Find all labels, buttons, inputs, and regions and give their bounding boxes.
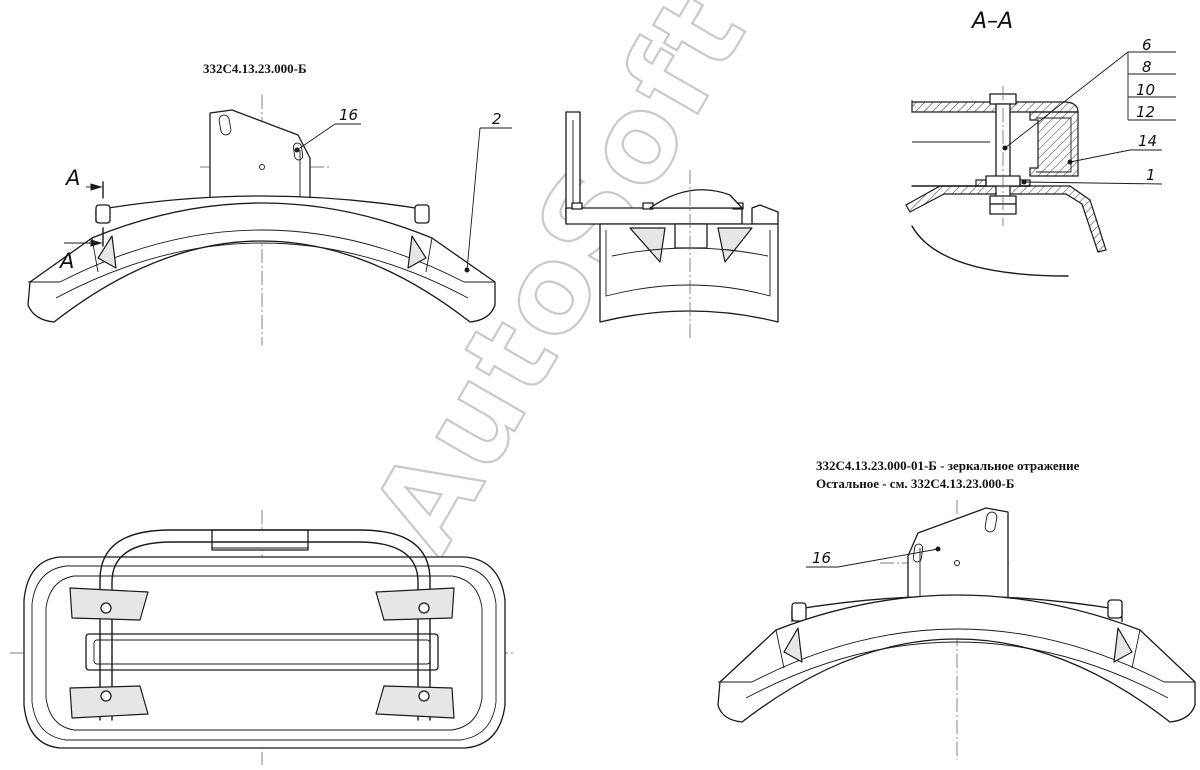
section-a-a: А–А 6 8 10 12 <box>905 9 1176 277</box>
mirror-note-line1: 332С4.13.23.000-01-Б - зеркальное отраже… <box>816 458 1080 473</box>
side-view <box>565 111 779 338</box>
arch-body <box>27 202 496 323</box>
callout-6: 6 <box>1142 36 1152 54</box>
callout-16-front: 16 <box>339 106 358 124</box>
front-view: 332С4.13.23.000-Б 16 2 <box>27 61 512 345</box>
mirror-view: 332С4.13.23.000-01-Б - зеркальное отраже… <box>717 458 1196 760</box>
callout-2-front: 2 <box>492 110 502 128</box>
callout-14: 14 <box>1138 132 1157 150</box>
cut-label-bottom: А <box>58 249 74 273</box>
callout-12: 12 <box>1136 103 1155 121</box>
callout-10: 10 <box>1136 81 1155 99</box>
plan-view <box>10 510 515 765</box>
callout-1: 1 <box>1146 166 1156 184</box>
mirror-arch <box>717 594 1196 723</box>
mirror-note-line2: Остальное - см. 332С4.13.23.000-Б <box>816 476 1015 491</box>
callout-16-mirror: 16 <box>812 549 831 567</box>
cut-label-top: А <box>64 166 80 190</box>
section-title: А–А <box>970 9 1013 34</box>
callout-8: 8 <box>1142 58 1152 76</box>
designation-main: 332С4.13.23.000-Б <box>203 61 307 76</box>
